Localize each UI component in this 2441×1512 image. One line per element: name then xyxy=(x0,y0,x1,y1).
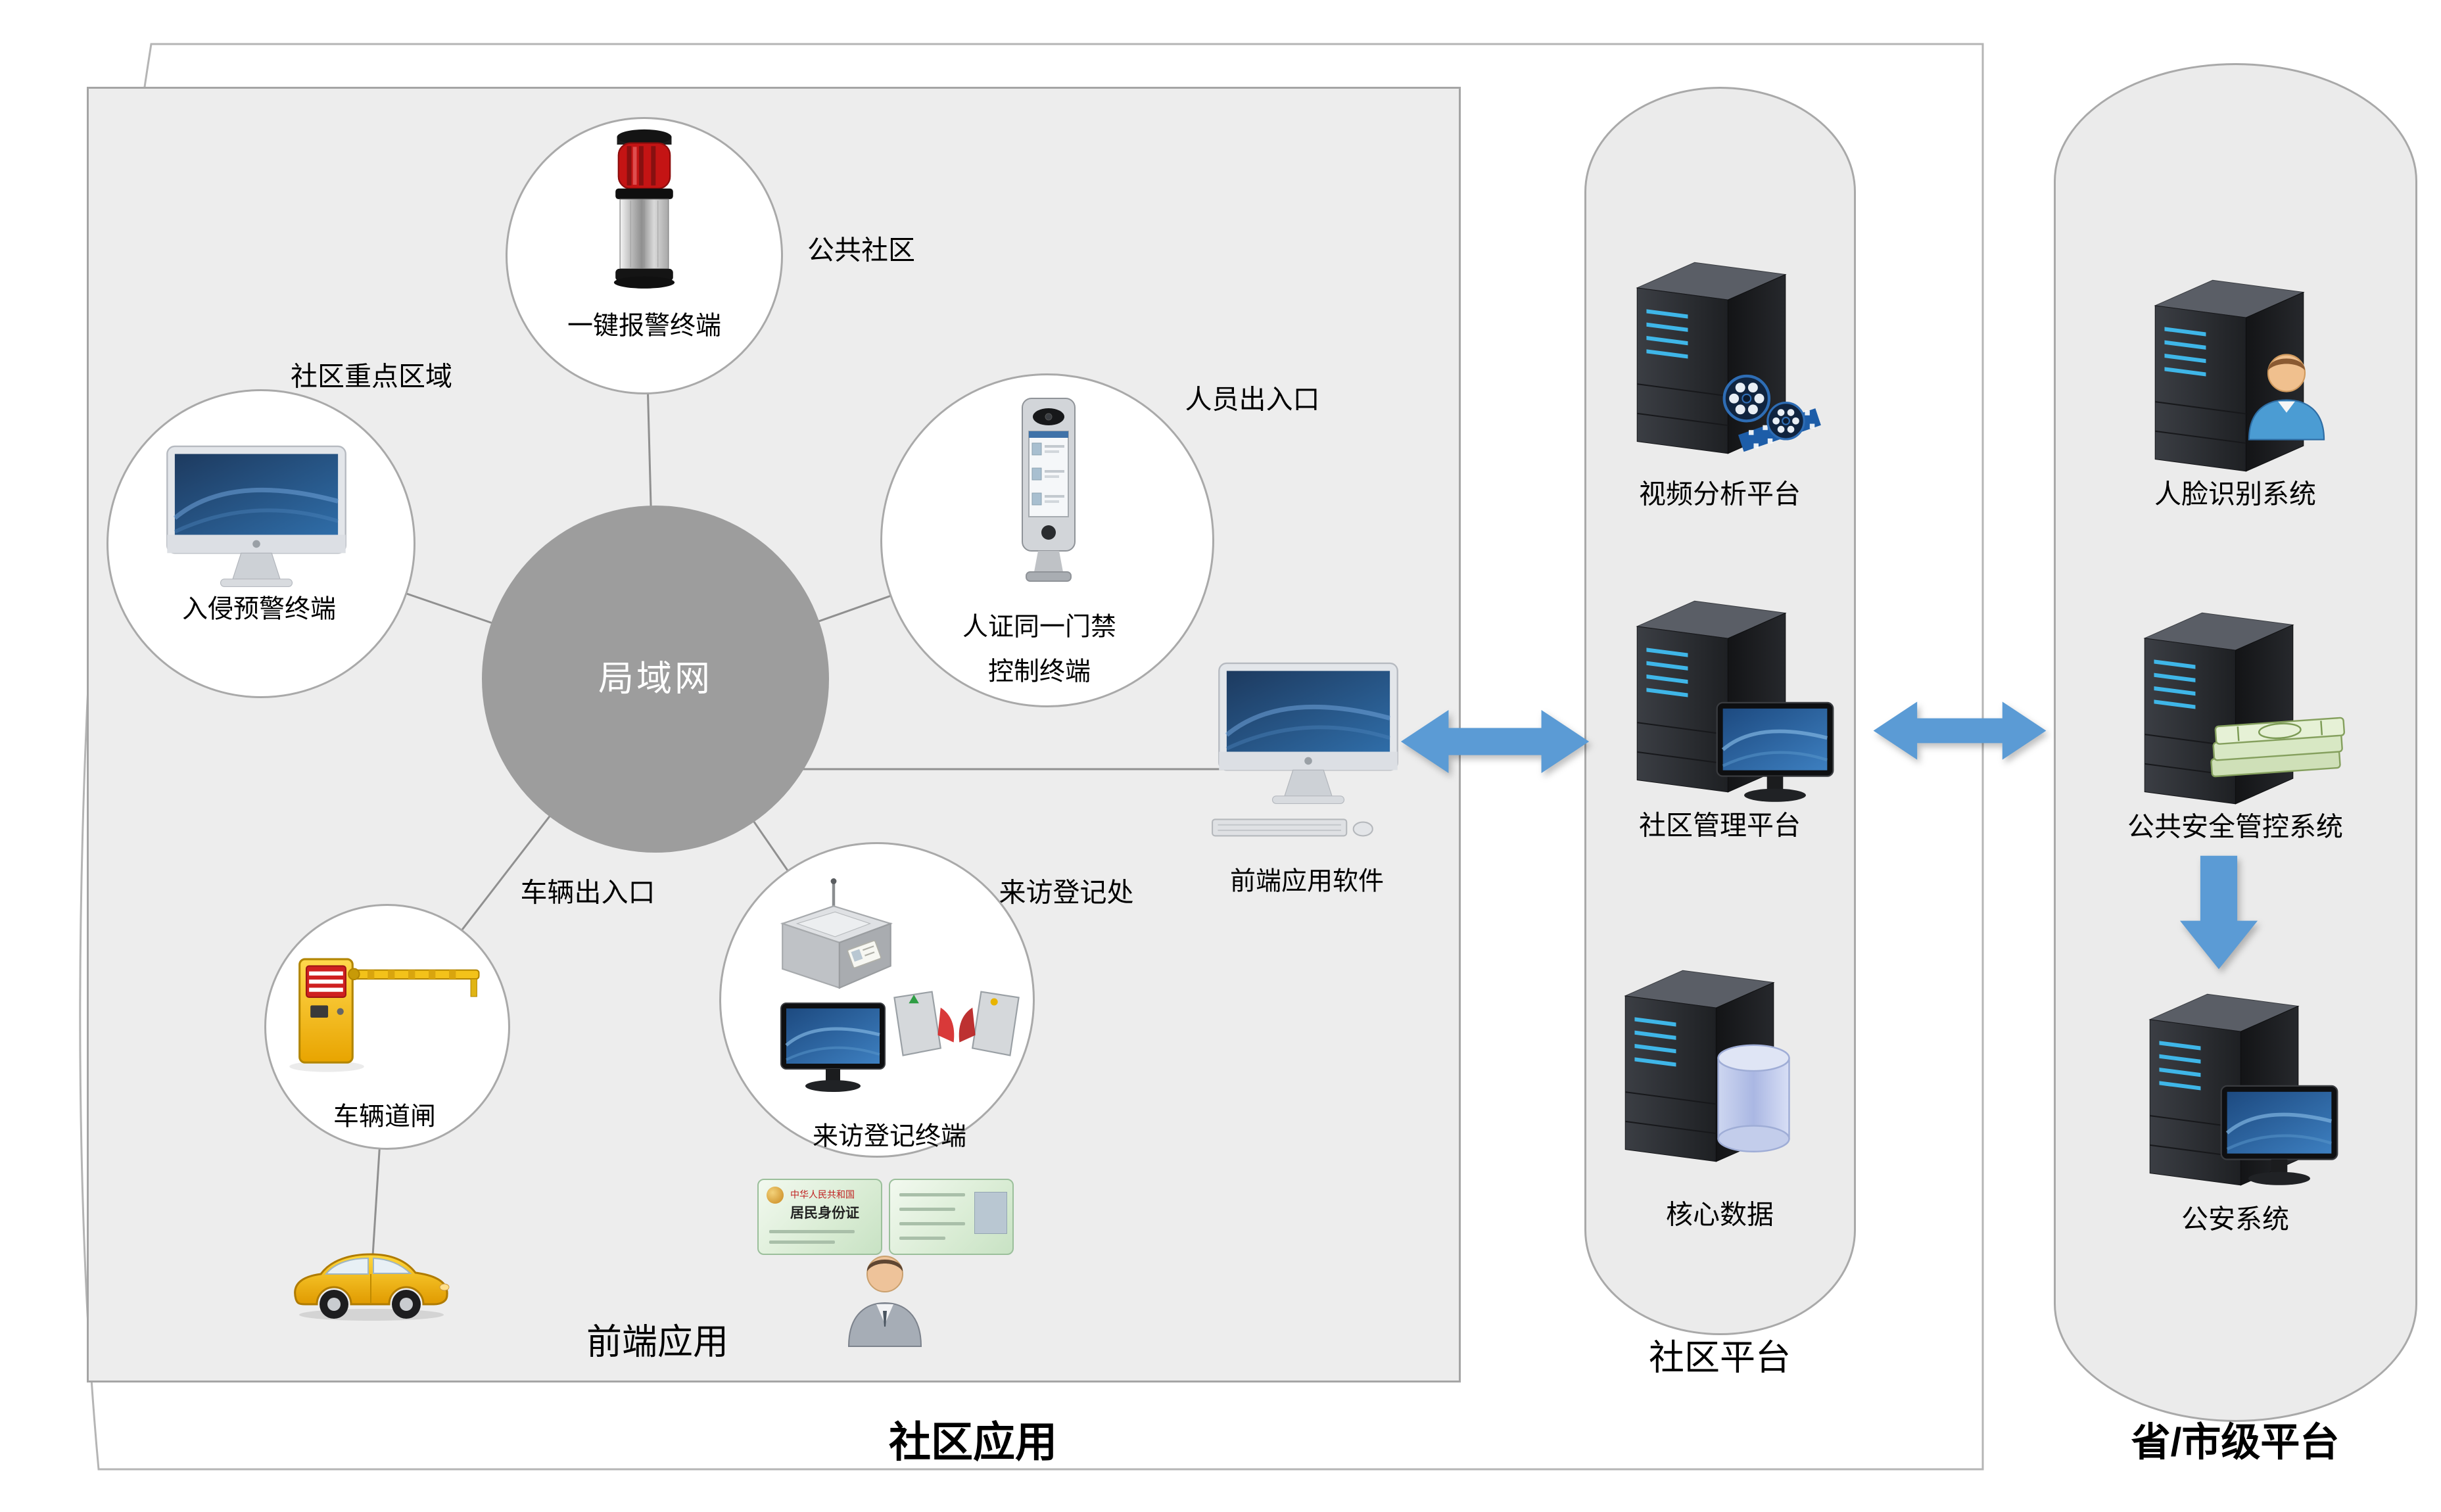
frontend-software-imac-icon xyxy=(1213,659,1404,811)
zone-label-vehicle-entrance: 车辆出入口 xyxy=(520,877,655,908)
id-card-line xyxy=(899,1193,965,1196)
frontend-panel-label: 前端应用 xyxy=(586,1322,728,1362)
id-card-line xyxy=(769,1240,835,1244)
vehicle-node-label: 车辆道闸 xyxy=(333,1102,437,1131)
keyboard-mouse-icon xyxy=(1212,818,1373,837)
lan-hub-label: 局域网 xyxy=(598,659,713,699)
id-card-line xyxy=(899,1208,955,1211)
visitor-person-icon xyxy=(848,1256,922,1347)
zone-label-key-areas: 社区重点区域 xyxy=(291,361,452,392)
frontend-software-label: 前端应用软件 xyxy=(1229,867,1385,896)
id-card-line xyxy=(899,1237,945,1240)
police-system-label: 公安系统 xyxy=(2181,1204,2289,1235)
car-icon xyxy=(294,1253,450,1322)
video-analysis-label: 视频分析平台 xyxy=(1639,479,1801,509)
id-card-back-icon xyxy=(889,1179,1014,1255)
access-node-label-line2: 控制终端 xyxy=(987,657,1091,686)
money-icon xyxy=(2208,717,2348,778)
zone-label-public-community: 公共社区 xyxy=(807,235,915,266)
police-monitor-icon xyxy=(2217,1081,2342,1192)
id-card-line xyxy=(769,1230,855,1233)
intrusion-node-label: 入侵预警终端 xyxy=(181,595,337,624)
intrusion-imac-icon xyxy=(161,442,352,594)
id-card-photo xyxy=(974,1192,1007,1234)
alarm-beacon-icon xyxy=(613,128,676,290)
scanner-icon xyxy=(782,878,891,989)
id-card-front-icon: 中华人民共和国 居民身份证 xyxy=(757,1179,882,1255)
community-app-title: 社区应用 xyxy=(889,1419,1057,1466)
alarm-node-label: 一键报警终端 xyxy=(567,312,722,341)
zone-label-visitor-registration: 来访登记处 xyxy=(999,877,1134,908)
visitor-monitor-icon xyxy=(777,999,889,1098)
barrier-gate-icon xyxy=(288,958,481,1074)
access-kiosk-icon xyxy=(1022,398,1076,582)
id-card-title-text: 居民身份证 xyxy=(790,1206,859,1221)
double-arrow-platform-provincial-icon xyxy=(1873,701,2047,760)
provincial-platform-title: 省/市级平台 xyxy=(2131,1420,2340,1465)
database-icon xyxy=(1717,1044,1790,1152)
zone-label-personnel-entrance: 人员出入口 xyxy=(1185,384,1320,415)
public-safety-label: 公共安全管控系统 xyxy=(2127,811,2343,842)
mgmt-monitor-icon xyxy=(1713,698,1837,809)
face-recognition-label: 人脸识别系统 xyxy=(2154,479,2316,509)
visitor-node-label: 来访登记终端 xyxy=(812,1122,967,1151)
film-reel-icon xyxy=(1717,365,1822,470)
community-mgmt-label: 社区管理平台 xyxy=(1639,810,1801,841)
community-platform-title: 社区平台 xyxy=(1649,1338,1791,1378)
id-card-line xyxy=(899,1222,965,1225)
id-card-emblem xyxy=(767,1187,784,1204)
down-arrow-icon xyxy=(2179,855,2258,970)
turnstile-icon xyxy=(893,991,1020,1056)
lan-hub-node xyxy=(482,506,829,853)
double-arrow-app-platform-icon xyxy=(1400,709,1590,774)
access-node-label-line1: 人证同一门禁 xyxy=(962,613,1117,642)
id-card-country-text: 中华人民共和国 xyxy=(790,1189,855,1200)
avatar-icon xyxy=(2248,354,2325,440)
core-data-label: 核心数据 xyxy=(1666,1199,1774,1230)
